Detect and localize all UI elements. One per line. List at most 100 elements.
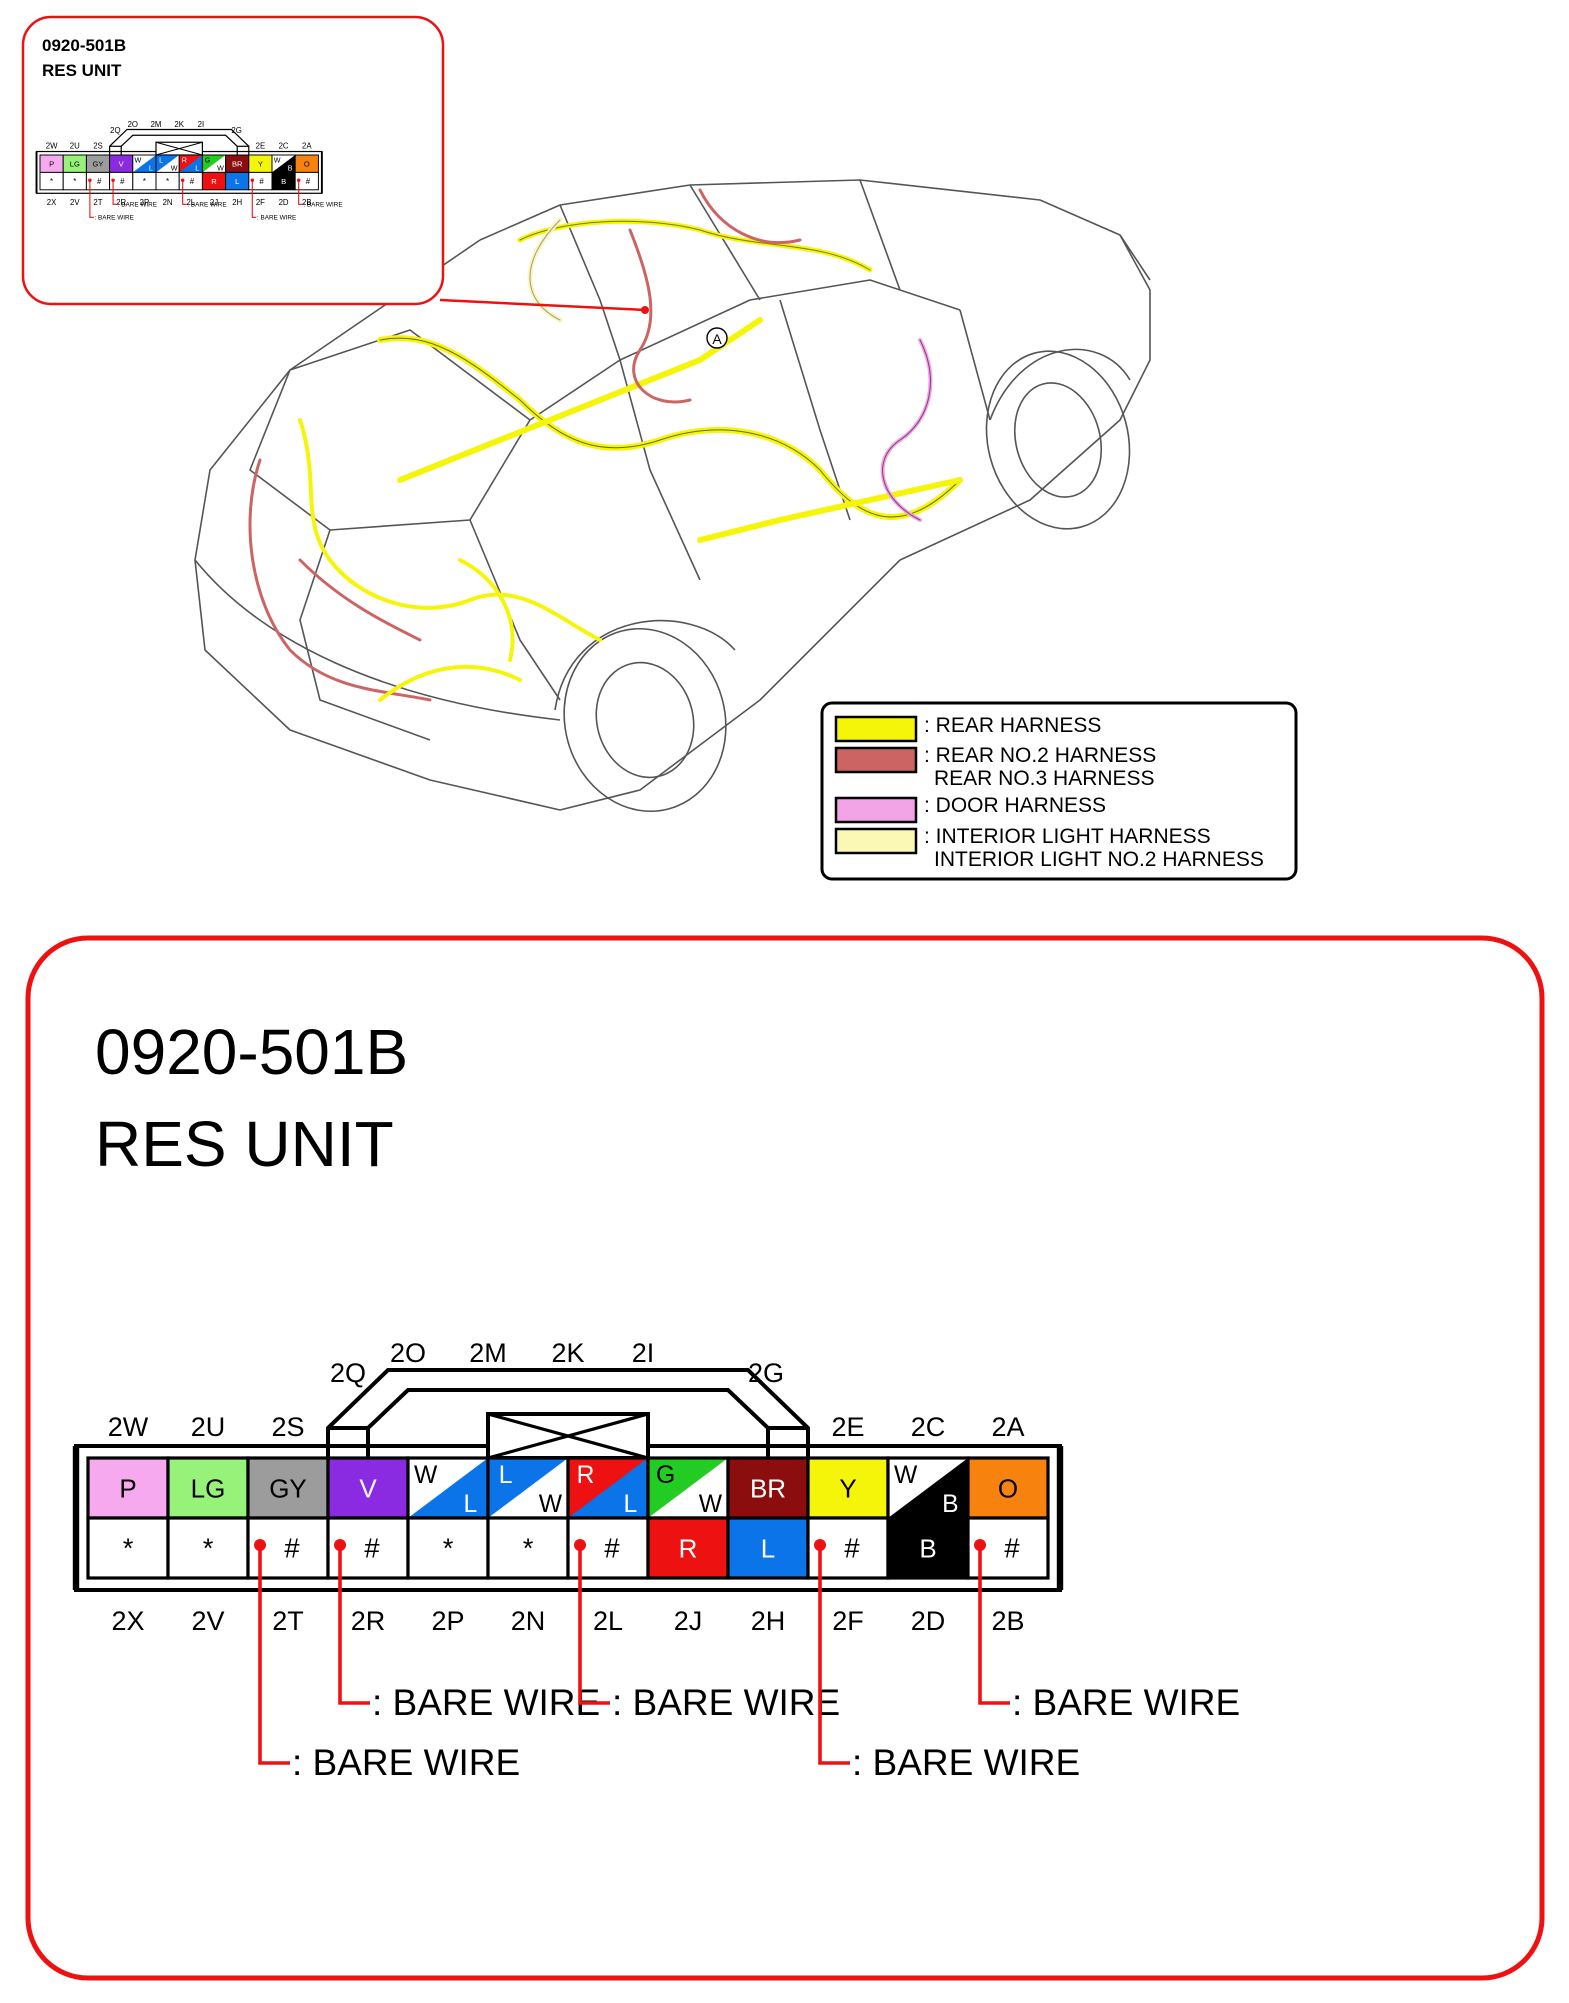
pin-2W-color: P xyxy=(49,159,54,168)
bare-wire-label-2R: : BARE WIRE xyxy=(372,1682,600,1723)
bare-wire-label-2F: : BARE WIRE xyxy=(257,215,296,222)
pin-label-2T: 2T xyxy=(272,1606,304,1636)
bare-wire-label-2T: : BARE WIRE xyxy=(95,215,134,222)
pin-label-2W: 2W xyxy=(108,1412,149,1442)
pin-2K-stripe xyxy=(179,155,203,173)
pin-label-2B: 2B xyxy=(302,198,312,207)
pin-2K-color-stripe: L xyxy=(624,1491,638,1518)
latch-inner xyxy=(120,134,238,155)
pin-2Q-color: V xyxy=(119,159,124,168)
pin-label-2B: 2B xyxy=(991,1606,1024,1636)
pin-2D-color: B xyxy=(919,1534,936,1564)
harness-routing xyxy=(248,188,963,702)
bare-wire-leader-2T xyxy=(89,180,94,218)
pin-2I-stripe xyxy=(202,155,226,173)
bare-wire-label-2L: : BARE WIRE xyxy=(612,1682,840,1723)
pin-2S-color: GY xyxy=(269,1474,307,1504)
pin-label-2T: 2T xyxy=(93,198,102,207)
bare-wire-leader-2B xyxy=(298,180,303,205)
pin-2X-mark: * xyxy=(123,1533,134,1564)
pin-2P-mark: * xyxy=(143,177,146,186)
pin-2G-cell xyxy=(728,1458,808,1518)
pin-label-2V: 2V xyxy=(191,1606,224,1636)
pin-2C-color-stripe: B xyxy=(288,165,293,173)
pin-2K-color-primary: R xyxy=(182,156,187,164)
pin-2M-color-stripe: W xyxy=(539,1491,563,1518)
pin-2K-color-primary: R xyxy=(577,1462,595,1489)
pin-label-2O: 2O xyxy=(128,120,138,129)
pin-label-2W: 2W xyxy=(46,142,58,151)
pin-2Q-color: V xyxy=(359,1474,377,1504)
pin-2W-cell xyxy=(40,155,64,173)
pin-2G-cell xyxy=(225,155,249,173)
bare-wire-label-2L: : BARE WIRE xyxy=(187,202,226,209)
pin-label-2Q: 2Q xyxy=(330,1358,366,1388)
connector-code: 0920-501B xyxy=(95,1016,409,1088)
pin-2T-mark: # xyxy=(97,177,102,186)
pin-2S-cell xyxy=(86,155,110,173)
pin-2N-cell xyxy=(486,1516,570,1580)
pin-2W-color: P xyxy=(119,1474,136,1504)
pin-2W-cell xyxy=(88,1458,168,1518)
pin-2A-cell xyxy=(968,1458,1048,1518)
bare-wire-leader-2R xyxy=(112,180,118,205)
bare-wire-label-2R: : BARE WIRE xyxy=(118,202,157,209)
bare-wire-dot-2L xyxy=(180,178,185,182)
mini-connector-name: RES UNIT xyxy=(42,61,122,80)
pin-2M-color-primary: L xyxy=(499,1462,513,1489)
pin-2C-stripe xyxy=(272,155,296,173)
pin-2S-color: GY xyxy=(93,159,104,168)
pin-label-2M: 2M xyxy=(151,120,162,129)
pin-label-2F: 2F xyxy=(832,1606,864,1636)
pin-2D-color: B xyxy=(281,177,286,186)
bare-wire-leader-2T xyxy=(258,1545,290,1765)
pin-2D-cell xyxy=(886,1516,970,1580)
callout-leader-line xyxy=(439,298,646,312)
harness-legend-box xyxy=(820,701,1298,881)
pin-label-2U: 2U xyxy=(70,142,80,151)
pin-2C-stripe xyxy=(888,1458,968,1518)
bare-wire-dot-2T xyxy=(88,178,92,182)
pin-2M-stripe xyxy=(488,1458,568,1518)
bare-wire-leader-2F xyxy=(251,180,257,218)
bare-wire-dot-2B xyxy=(296,178,301,182)
pin-2B-cell xyxy=(294,171,319,191)
pin-2G-color: BR xyxy=(750,1474,786,1504)
latch-inner xyxy=(366,1388,770,1458)
pin-label-2K: 2K xyxy=(174,120,184,129)
pin-label-2E: 2E xyxy=(831,1412,864,1442)
latch-outer xyxy=(326,1368,810,1458)
pin-2I-color-stripe: W xyxy=(699,1491,723,1518)
pin-2X-cell xyxy=(86,1516,170,1580)
pin-label-2C: 2C xyxy=(279,142,289,151)
pin-label-2J: 2J xyxy=(210,198,218,207)
bare-wire-leader-2L xyxy=(182,180,187,205)
pin-2C-color-primary: W xyxy=(274,156,281,164)
pin-label-2L: 2L xyxy=(593,1606,623,1636)
pin-2U-cell xyxy=(168,1458,248,1518)
pin-2C-color-primary: W xyxy=(894,1462,918,1489)
bare-wire-label-2B: : BARE WIRE xyxy=(1012,1682,1240,1723)
pin-label-2V: 2V xyxy=(70,198,80,207)
pin-2C-color-stripe: B xyxy=(942,1491,958,1518)
pin-2L-mark: # xyxy=(604,1533,620,1564)
pin-2J-cell xyxy=(646,1516,730,1580)
pin-label-2I: 2I xyxy=(198,120,205,129)
pin-label-2P: 2P xyxy=(140,198,150,207)
pin-2H-cell xyxy=(726,1516,810,1580)
pin-label-2D: 2D xyxy=(911,1606,946,1636)
pin-2F-mark: # xyxy=(844,1533,860,1564)
pin-2U-cell xyxy=(63,155,87,173)
bare-wire-label-2T: : BARE WIRE xyxy=(292,1742,520,1783)
pin-2M-stripe xyxy=(156,155,180,173)
pin-2E-cell xyxy=(808,1458,888,1518)
pin-2S-cell xyxy=(248,1458,328,1518)
latch-outer xyxy=(109,128,250,155)
pin-2G-color: BR xyxy=(232,159,243,168)
mini-connector-code: 0920-501B xyxy=(42,36,127,55)
bare-wire-leader-2R xyxy=(338,1545,370,1705)
connector-face: P2WLG2UGY2SV2QWL2OLW2MRL2KGW2IBR2GY2EWB2… xyxy=(72,1338,1240,1783)
pin-label-2P: 2P xyxy=(431,1606,464,1636)
pin-label-2K: 2K xyxy=(551,1338,584,1368)
